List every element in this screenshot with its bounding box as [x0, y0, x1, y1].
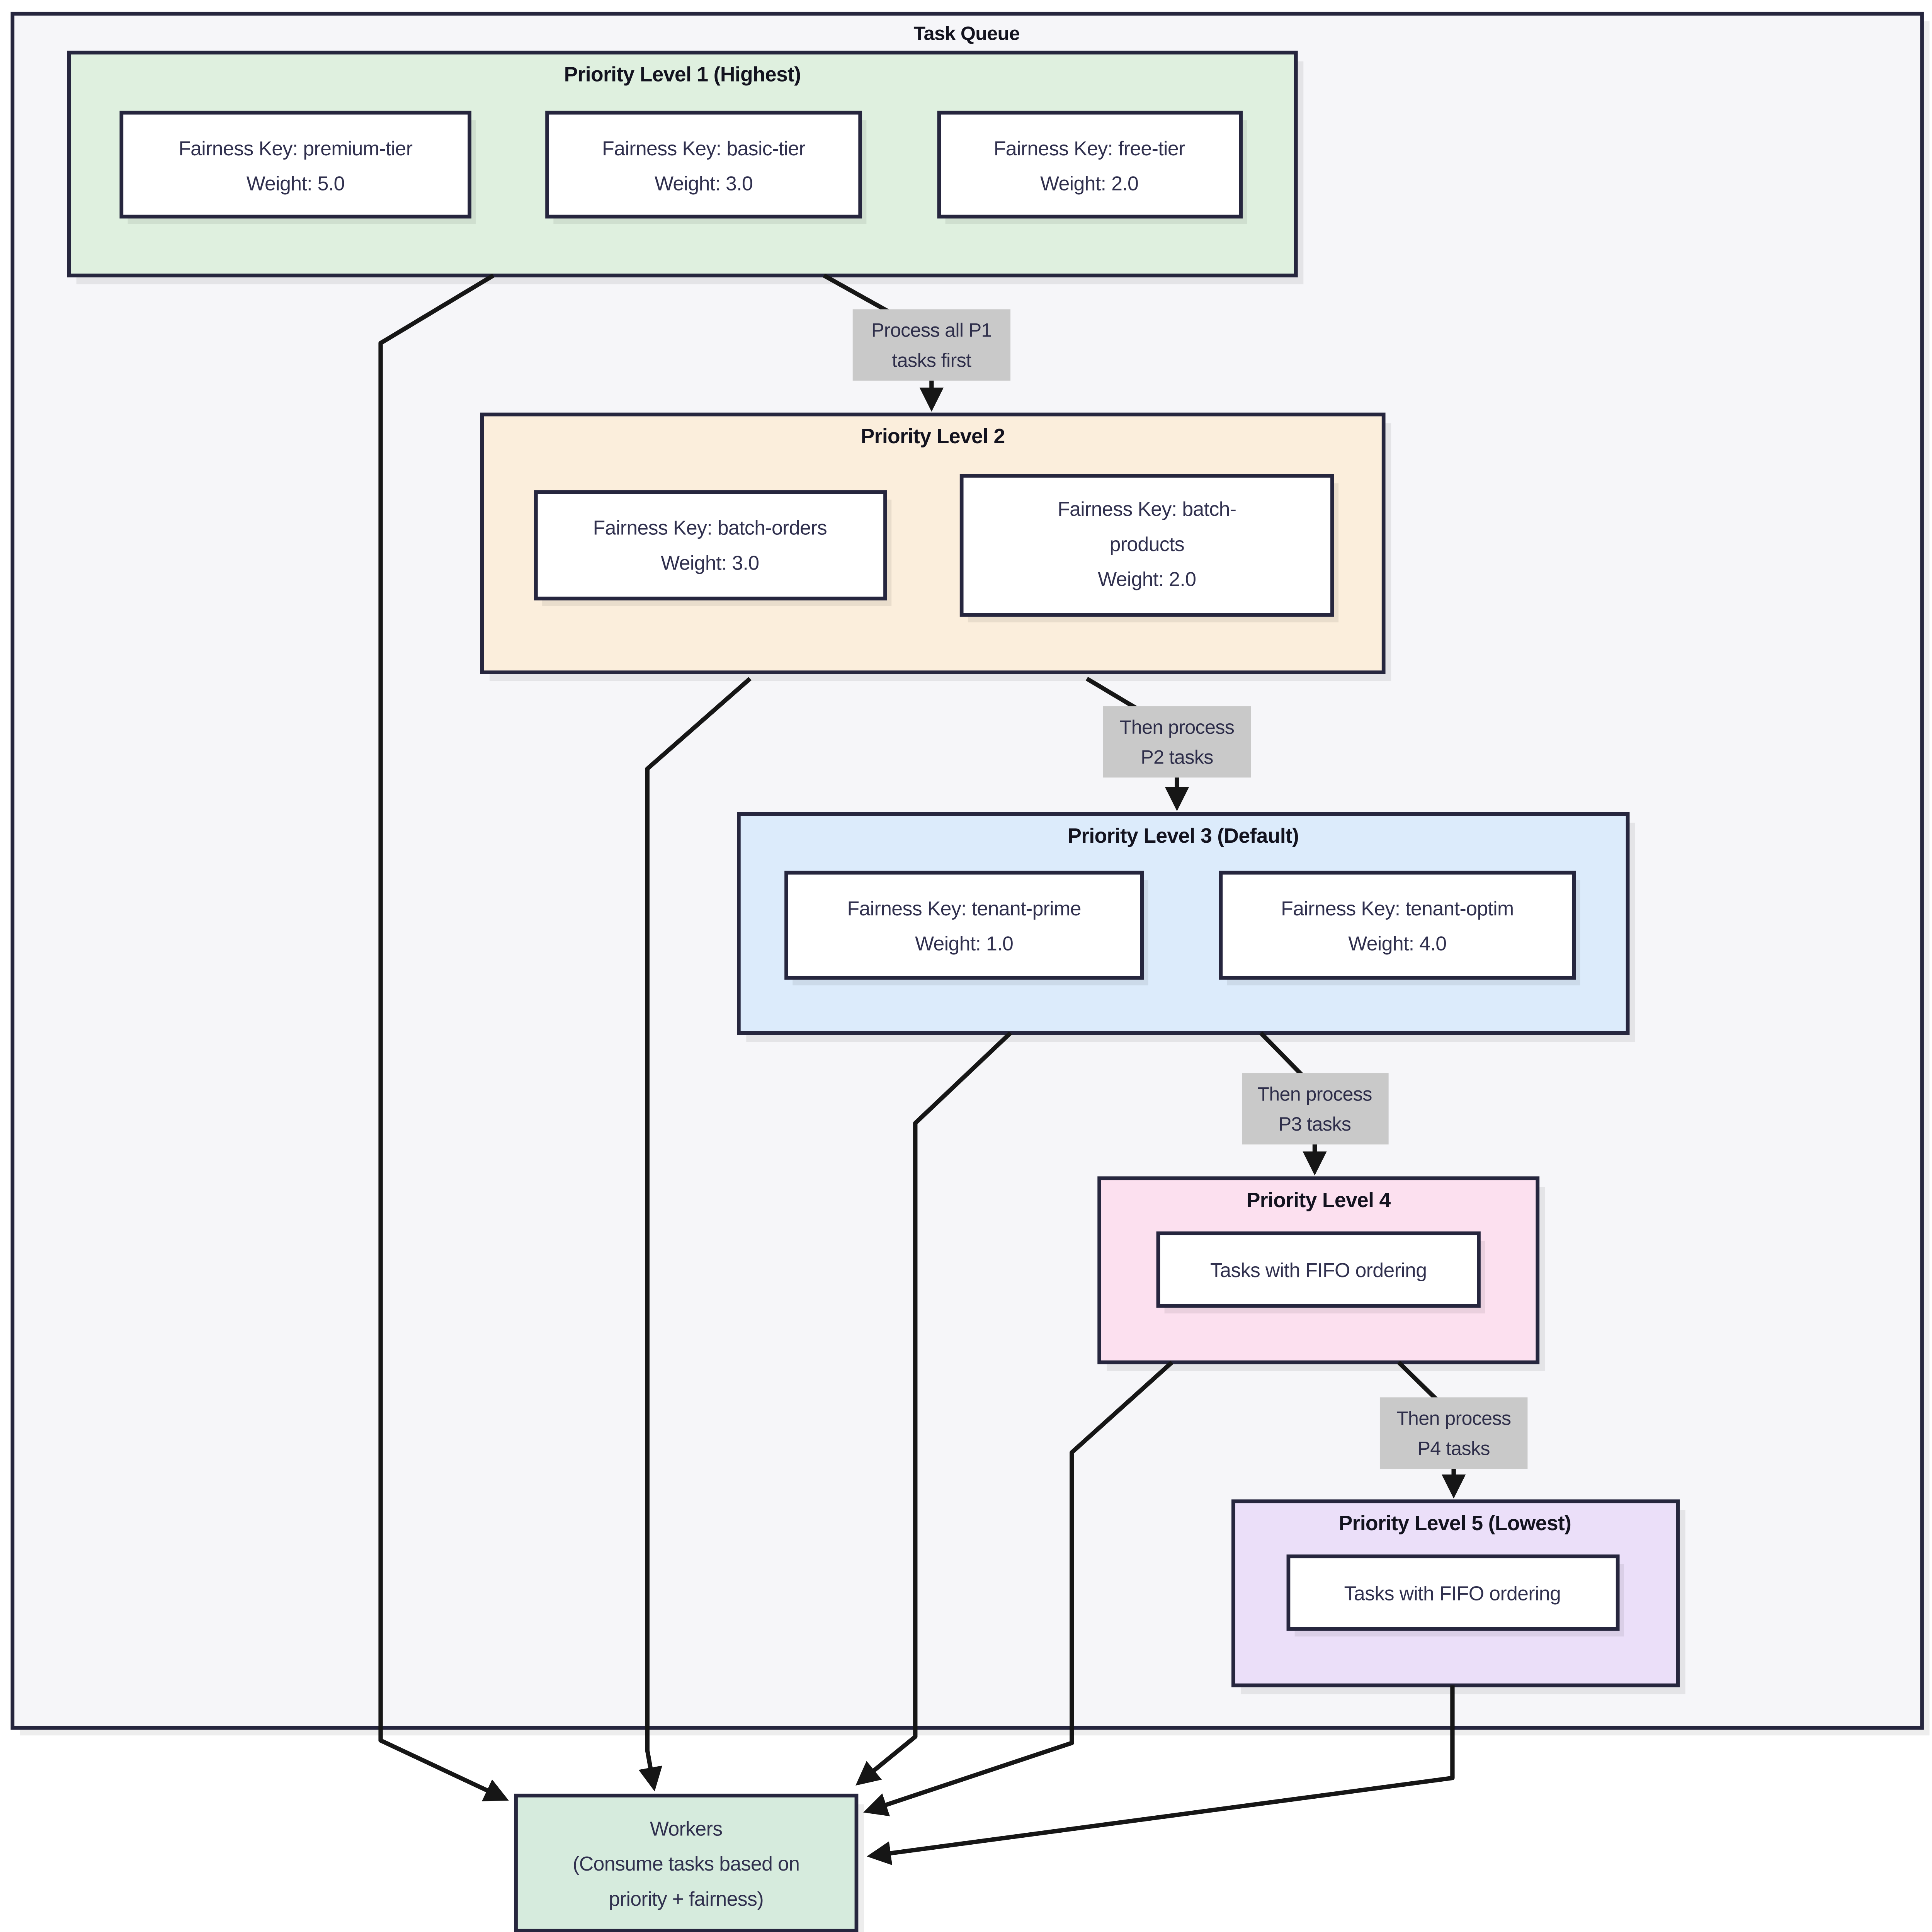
- node-free-tier-line2: Weight: 2.0: [1040, 172, 1138, 195]
- workers-line3: priority + fairness): [609, 1888, 764, 1910]
- node-batch-orders-line2: Weight: 3.0: [661, 551, 759, 574]
- edge-label-p1-p2-line2: tasks first: [892, 349, 971, 371]
- edge-label-p2-p3: [1103, 706, 1251, 778]
- node-tenant-prime-line1: Fairness Key: tenant-prime: [847, 897, 1081, 920]
- priority-level-2-title: Priority Level 2: [861, 425, 1005, 448]
- node-basic-tier: [545, 111, 862, 219]
- edge-p3-to-workers: [855, 1031, 1012, 1786]
- node-basic-tier-line2: Weight: 3.0: [655, 172, 753, 195]
- node-batch-products: [959, 474, 1334, 617]
- node-p5-fifo-line1: Tasks with FIFO ordering: [1344, 1582, 1561, 1604]
- edge-p2-to-workers: [638, 677, 752, 1792]
- edge-label-p1-p2-line1: Process all P1: [871, 320, 992, 341]
- edge-p4-to-workers: [863, 1361, 1173, 1816]
- edge-label-p4-p5-line1: Then process: [1396, 1408, 1511, 1429]
- priority-level-4-title: Priority Level 4: [1247, 1189, 1391, 1212]
- node-basic-tier-line1: Fairness Key: basic-tier: [602, 137, 805, 160]
- node-batch-products-line1: Fairness Key: batch-: [1058, 498, 1236, 520]
- node-premium-tier-line2: Weight: 5.0: [247, 172, 345, 195]
- node-tenant-optim-line1: Fairness Key: tenant-optim: [1281, 897, 1514, 920]
- node-batch-orders-line1: Fairness Key: batch-orders: [593, 517, 827, 539]
- node-tenant-prime: [784, 871, 1144, 980]
- edge-label-p4-p5-line2: P4 tasks: [1417, 1437, 1490, 1459]
- edge-label-p3-p4: [1242, 1073, 1389, 1145]
- priority-level-5-title: Priority Level 5 (Lowest): [1339, 1512, 1571, 1535]
- node-batch-products-line2: products: [1109, 533, 1184, 555]
- node-tenant-prime-line2: Weight: 1.0: [915, 932, 1013, 954]
- workers-line1: Workers: [650, 1817, 722, 1840]
- node-p4-fifo: [1156, 1231, 1481, 1308]
- workers-line2: (Consume tasks based on: [573, 1852, 799, 1875]
- edge-label-p2-p3-line1: Then process: [1120, 716, 1234, 738]
- edge-label-p3-p4-line1: Then process: [1257, 1083, 1372, 1105]
- node-premium-tier-line1: Fairness Key: premium-tier: [179, 137, 413, 160]
- node-p5-fifo: [1286, 1554, 1620, 1631]
- edge-p1-to-workers: [378, 274, 509, 1801]
- node-tenant-optim: [1219, 871, 1576, 980]
- edge-p5-to-workers: [867, 1685, 1455, 1866]
- node-free-tier-line1: Fairness Key: free-tier: [994, 137, 1185, 160]
- edge-label-p4-p5: [1379, 1397, 1528, 1469]
- task-queue-title: Task Queue: [913, 23, 1019, 44]
- edge-label-p1-p2: [852, 309, 1011, 381]
- node-free-tier: [937, 111, 1243, 219]
- node-p4-fifo-line1: Tasks with FIFO ordering: [1210, 1259, 1427, 1281]
- edge-label-p2-p3-line2: P2 tasks: [1141, 747, 1213, 768]
- node-batch-products-line3: Weight: 2.0: [1098, 568, 1196, 590]
- node-premium-tier: [119, 111, 472, 219]
- priority-level-1-title: Priority Level 1 (Highest): [564, 63, 801, 86]
- edge-label-p3-p4-line2: P3 tasks: [1279, 1113, 1351, 1135]
- priority-level-3-title: Priority Level 3 (Default): [1068, 825, 1299, 847]
- workers-box: [514, 1793, 859, 1932]
- node-tenant-optim-line2: Weight: 4.0: [1348, 932, 1446, 954]
- node-batch-orders: [534, 490, 887, 600]
